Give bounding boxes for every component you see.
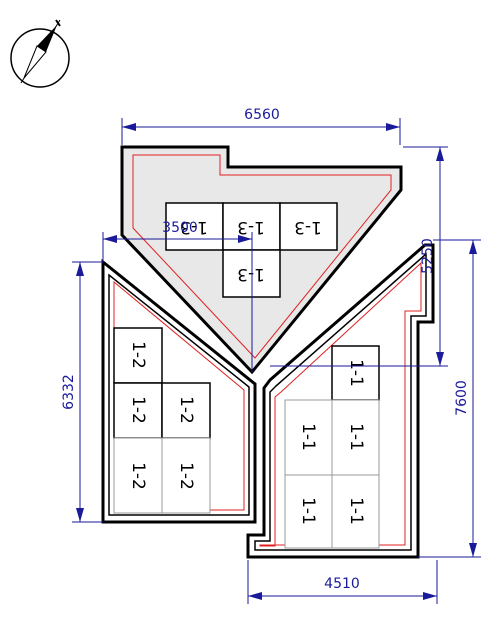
dim-right-upper-label: 5250	[420, 238, 436, 274]
cell-1-1-c: 1-1	[346, 423, 366, 451]
cell-1-1-e: 1-1	[346, 497, 366, 525]
cell-1-3-a: 1-3	[180, 217, 208, 237]
dim-bottom-width-label: 4510	[324, 576, 360, 592]
cell-1-1-b: 1-1	[298, 423, 318, 451]
zone-1-2: 1-2 1-2 1-2 1-2 1-2	[113, 327, 211, 514]
cell-1-2-d: 1-2	[128, 462, 148, 490]
dimension-left-height: 6332	[61, 261, 103, 523]
cell-1-2-a: 1-2	[128, 341, 148, 369]
cell-1-2-b: 1-2	[128, 396, 148, 424]
cell-1-1-a: 1-1	[346, 359, 366, 387]
dim-right-height-label: 7600	[454, 380, 470, 416]
dim-top-width-label: 6560	[244, 107, 280, 123]
north-arrow-icon	[10, 19, 70, 88]
dimension-top-width: 6560	[121, 107, 401, 145]
dim-inner-width-label: 3500	[162, 220, 198, 236]
dimension-bottom-width: 4510	[247, 560, 438, 604]
zone-1-1: 1-1 1-1 1-1 1-1 1-1	[284, 345, 380, 549]
cell-1-3-c: 1-3	[294, 217, 322, 237]
cell-1-3-b: 1-3	[237, 217, 265, 237]
dim-left-height-label: 6332	[61, 374, 77, 410]
dimension-inner-width: 3500	[102, 220, 253, 372]
dimension-right-upper: 5250	[270, 146, 448, 367]
cell-1-3-d: 1-3	[237, 264, 265, 284]
cell-1-2-e: 1-2	[176, 462, 196, 490]
cell-1-1-d: 1-1	[298, 497, 318, 525]
cell-1-2-c: 1-2	[176, 396, 196, 424]
zone-1-3: 1-3 1-3 1-3 1-3	[165, 202, 338, 298]
dimension-right-height: 7600	[418, 239, 481, 558]
